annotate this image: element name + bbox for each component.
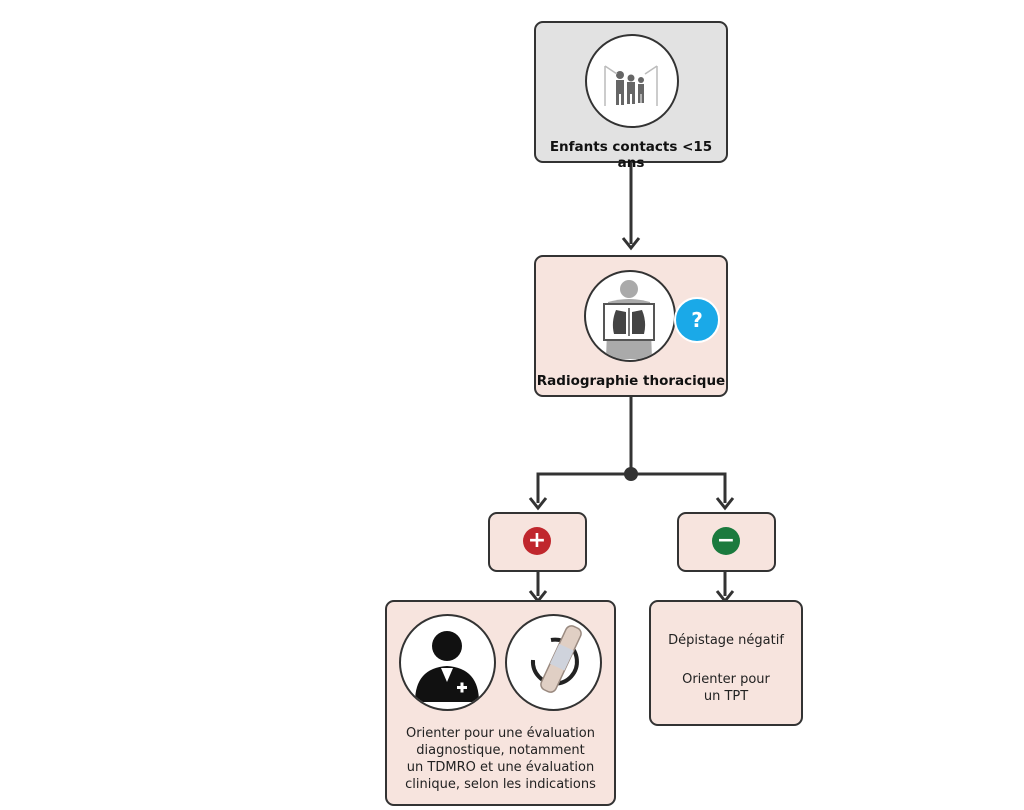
branch-dot — [624, 467, 638, 481]
positive-outcome-text: Orienter pour une évaluation diagnostiqu… — [387, 725, 614, 793]
xray-node: ? Radiographie thoracique — [534, 255, 728, 397]
positive-outcome-line-2: diagnostique, notamment — [416, 743, 585, 758]
negative-outcome-node: Dépistage négatif Orienter pour un TPT — [649, 600, 803, 726]
chest-xray-icon — [584, 270, 676, 362]
contacts-node: Enfants contacts <15 ans — [534, 21, 728, 171]
negative-node: − — [677, 512, 776, 572]
arrowhead-positive — [528, 497, 548, 511]
positive-outcome-line-1: Orienter pour une évaluation — [406, 726, 595, 741]
family-icon — [585, 34, 679, 128]
positive-outcome-line-3: un TDMRO et une évaluation — [406, 760, 595, 775]
xray-label: Radiographie thoracique — [536, 373, 726, 389]
positive-outcome-node: Orienter pour une évaluation diagnostiqu… — [385, 600, 616, 806]
contacts-label: Enfants contacts <15 ans — [549, 139, 713, 171]
arrowhead-xray — [621, 237, 641, 251]
arrowhead-negative — [715, 497, 735, 511]
positive-node: + — [488, 512, 587, 572]
question-badge-icon: ? — [674, 297, 720, 343]
negative-outcome-line-1: Dépistage négatif — [668, 633, 784, 648]
positive-outcome-line-4: clinique, selon les indications — [405, 777, 596, 792]
doctor-icon — [399, 614, 496, 711]
sample-tube-icon — [505, 614, 602, 711]
plus-icon: + — [523, 527, 551, 555]
negative-outcome-line-2a: Orienter pour — [682, 672, 770, 687]
minus-icon: − — [712, 527, 740, 555]
negative-outcome-line-2b: un TPT — [703, 689, 749, 704]
